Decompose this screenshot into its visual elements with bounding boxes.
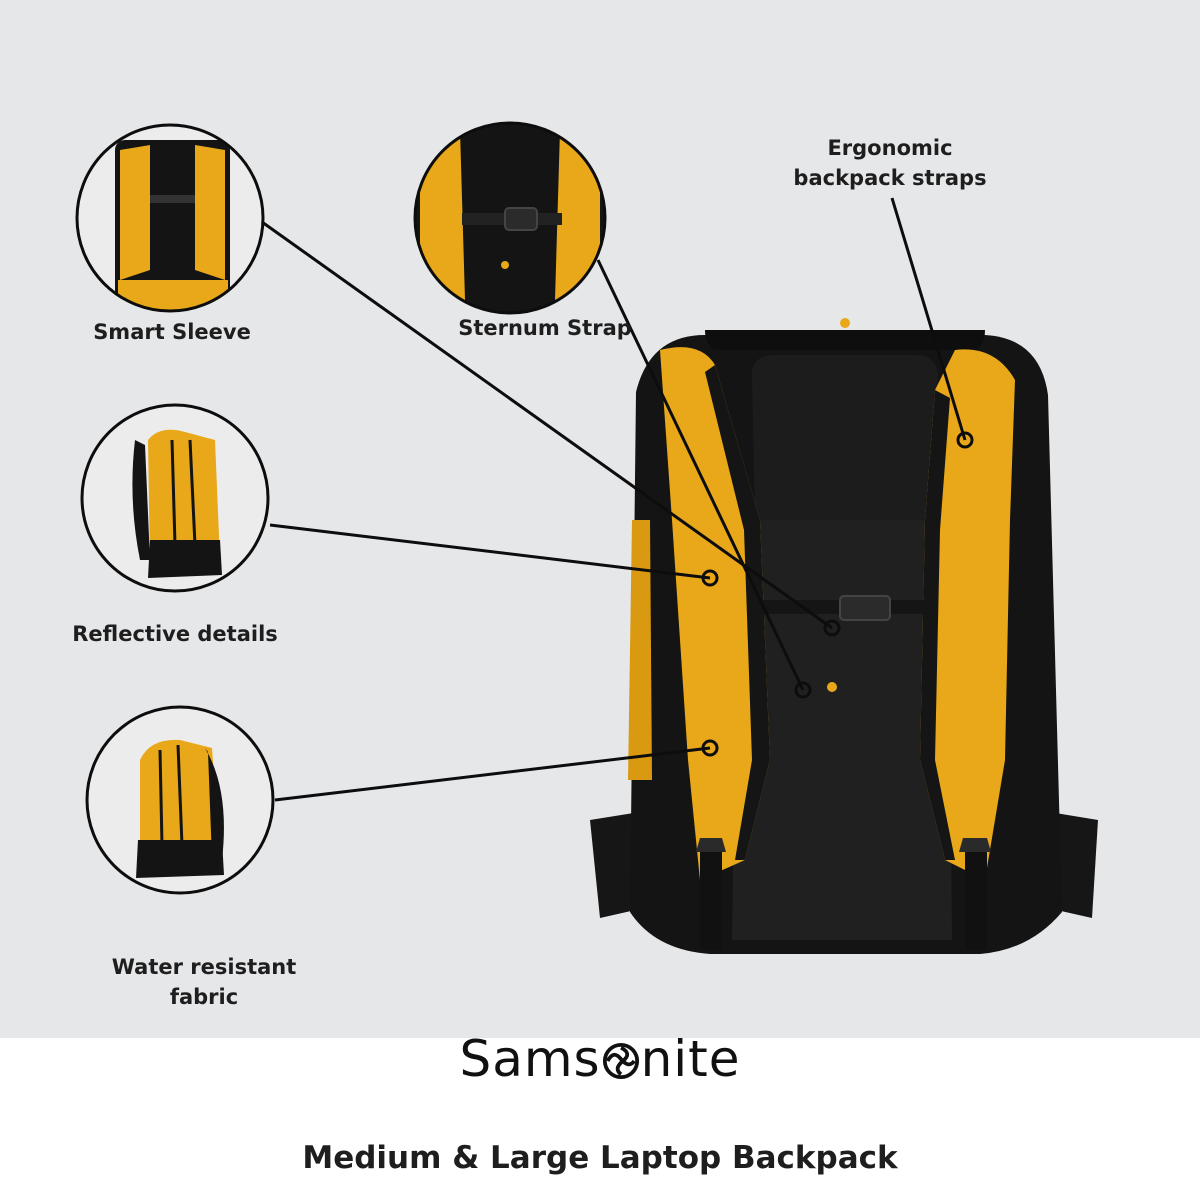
label-reflective-details: Reflective details (72, 622, 278, 646)
callout-line-ergonomic (890, 197, 967, 441)
callout-line-reflective (269, 523, 711, 580)
label-water-resistant: Water resistant fabric (111, 955, 297, 1009)
callout-line-water (274, 746, 711, 802)
callout-lines (261, 197, 967, 802)
callout-line-sternum (596, 259, 805, 691)
label-sternum-strap: Sternum Strap (458, 316, 632, 340)
footer-background (0, 1038, 1200, 1200)
marker-sternum (794, 681, 812, 699)
backpack-rear-view (590, 318, 1098, 954)
marker-smart-sleeve (823, 619, 841, 637)
label-smart-sleeve: Smart Sleeve (93, 320, 251, 344)
inset-smart-sleeve (75, 123, 265, 313)
label-ergonomic-straps: Ergonomic backpack straps (793, 136, 987, 190)
inset-angled-view (85, 705, 275, 895)
callout-markers (701, 431, 974, 757)
product-subtitle: Medium & Large Laptop Backpack (302, 1140, 898, 1176)
brand-logo-text-end: nite (640, 1030, 741, 1088)
callout-line-smart-sleeve (261, 220, 833, 630)
marker-reflective (701, 569, 719, 587)
marker-ergonomic (956, 431, 974, 449)
inset-side-view (80, 403, 270, 593)
inset-sternum-strap (413, 121, 607, 315)
marker-water (701, 739, 719, 757)
brand-logo-text-start: Sams (459, 1030, 601, 1088)
brand-logo-swirl-icon (602, 1042, 639, 1080)
brand-logo: Sams nite (0, 1030, 1200, 1088)
